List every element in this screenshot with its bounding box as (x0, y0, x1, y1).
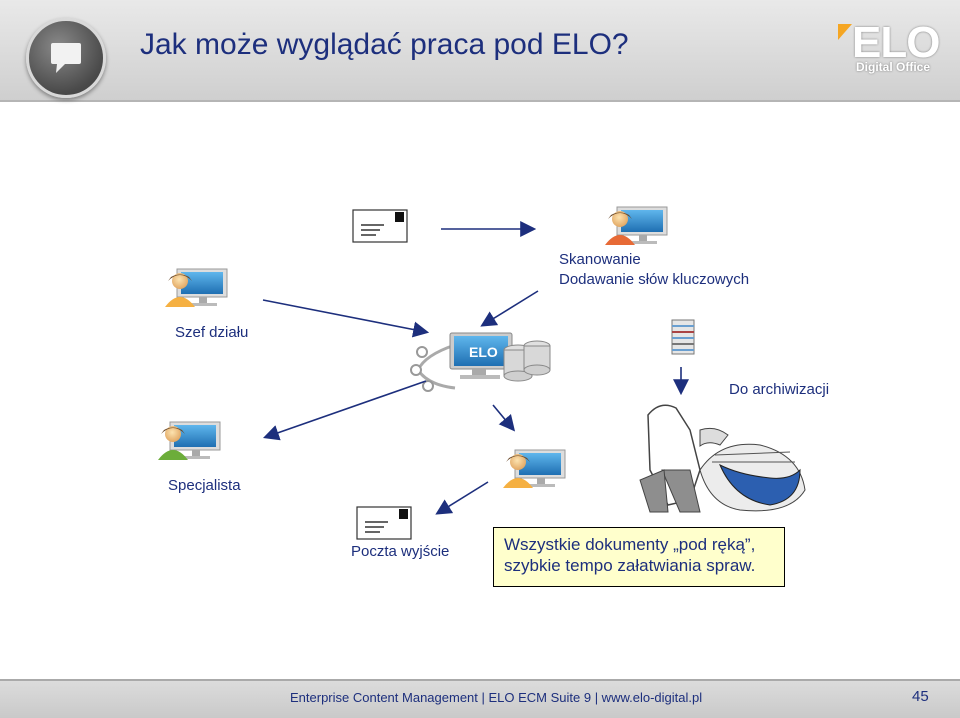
server-label: ELO (469, 344, 498, 360)
letter-icon (353, 210, 407, 242)
footer-text: Enterprise Content Management | ELO ECM … (290, 690, 702, 705)
manager-label: Szef działu (175, 324, 248, 341)
note-line-2: szybkie tempo załatwiania spraw. (504, 555, 784, 576)
letter-icon (357, 507, 411, 539)
arrow-clerk-to-mail (438, 482, 488, 513)
scan-label: Skanowanie (559, 251, 641, 268)
outgoing-mail-label: Poczta wyjście (351, 543, 449, 560)
keywords-label: Dodawanie słów kluczowych (559, 271, 749, 288)
user-computer-icon (503, 450, 565, 488)
arrow-server-to-specialist (266, 381, 426, 437)
user-computer-icon (158, 422, 220, 460)
document-stack-icon (672, 320, 694, 354)
summary-note: Wszystkie dokumenty „pod ręką”, szybkie … (493, 527, 785, 587)
clerk-with-papers-icon (640, 405, 805, 512)
note-line-1: Wszystkie dokumenty „pod ręką”, (504, 534, 784, 555)
arrow-server-to-clerk (493, 405, 513, 429)
page-number: 45 (912, 688, 929, 705)
arrow-scan-to-server (483, 291, 538, 325)
server-icon: ELO (411, 333, 550, 391)
user-computer-icon (605, 207, 667, 245)
user-computer-icon (165, 269, 227, 307)
archive-label: Do archiwizacji (729, 381, 829, 398)
arrow-manager-to-server (263, 300, 426, 332)
specialist-label: Specjalista (168, 477, 241, 494)
